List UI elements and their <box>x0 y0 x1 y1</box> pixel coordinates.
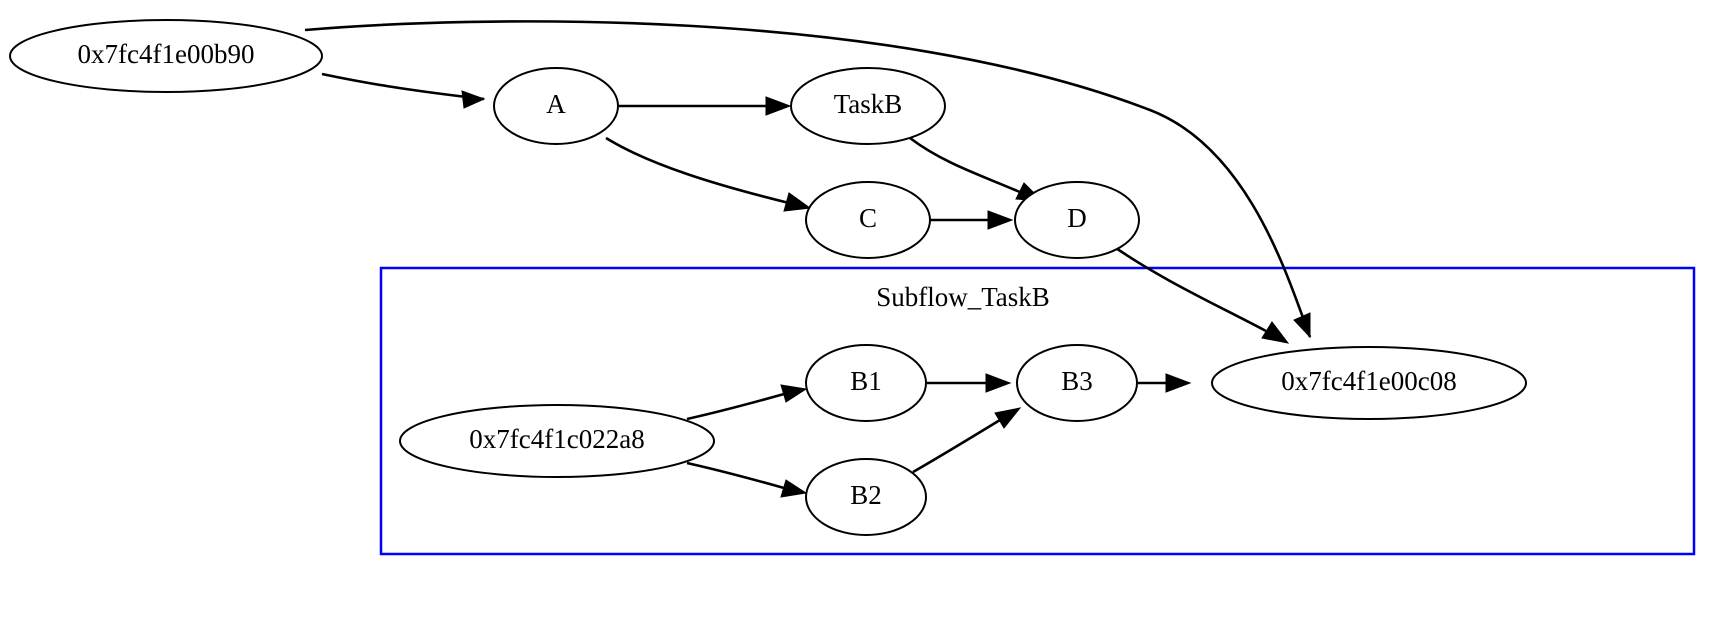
arrowhead-icon <box>461 90 486 109</box>
edge-e_c_d <box>930 210 1014 230</box>
edge-layer <box>304 20 1312 498</box>
node-n_sub_start[interactable]: 0x7fc4f1c022a8 <box>399 404 715 478</box>
edge-e_a_c <box>605 136 812 212</box>
edge-line <box>912 418 1001 474</box>
edge-e_start_a <box>321 72 486 109</box>
edge-e_substart_b1 <box>686 384 808 421</box>
arrowhead-icon <box>765 96 792 116</box>
edge-line <box>686 392 785 421</box>
cluster-layer: Subflow_TaskB <box>379 266 1696 556</box>
node-n_a[interactable]: A <box>493 67 619 145</box>
cluster-border <box>379 266 1696 556</box>
cluster-label: Subflow_TaskB <box>876 282 1050 312</box>
edge-line <box>304 20 1312 338</box>
edge-e_taskb_d <box>909 136 1044 202</box>
node-n_end[interactable]: 0x7fc4f1e00c08 <box>1211 346 1527 420</box>
arrowhead-icon <box>1261 321 1290 344</box>
cluster-cluster_subflow_taskb: Subflow_TaskB <box>379 266 1696 556</box>
edge-e_substart_b2 <box>686 461 808 498</box>
edge-line <box>605 136 790 205</box>
node-n_b3[interactable]: B3 <box>1016 344 1138 422</box>
arrowhead-icon <box>1293 312 1311 339</box>
node-n_start[interactable]: 0x7fc4f1e00b90 <box>9 19 323 93</box>
node-ellipse[interactable] <box>1016 344 1138 422</box>
node-ellipse[interactable] <box>9 19 323 93</box>
node-ellipse[interactable] <box>805 458 927 536</box>
edge-line <box>909 136 1023 195</box>
node-n_c[interactable]: C <box>805 181 931 259</box>
arrowhead-icon <box>985 373 1012 393</box>
edge-e_b2_b3 <box>912 407 1022 474</box>
node-ellipse[interactable] <box>399 404 715 478</box>
node-ellipse[interactable] <box>805 181 931 259</box>
node-ellipse[interactable] <box>790 67 946 145</box>
node-n_b2[interactable]: B2 <box>805 458 927 536</box>
node-ellipse[interactable] <box>1211 346 1527 420</box>
arrowhead-icon <box>1165 373 1192 393</box>
edge-e_b1_b3 <box>927 373 1012 393</box>
edge-e_start_end <box>304 20 1312 339</box>
arrowhead-icon <box>987 210 1014 230</box>
node-n_taskb[interactable]: TaskB <box>790 67 946 145</box>
edge-e_d_end <box>1112 244 1290 344</box>
node-ellipse[interactable] <box>805 344 927 422</box>
node-ellipse[interactable] <box>493 67 619 145</box>
edge-line <box>686 461 785 490</box>
arrowhead-icon <box>994 407 1022 429</box>
edge-e_a_taskb <box>618 96 792 116</box>
node-n_b1[interactable]: B1 <box>805 344 927 422</box>
edge-e_b3_end <box>1138 373 1192 393</box>
arrowhead-icon <box>780 384 808 403</box>
node-n_d[interactable]: D <box>1014 181 1140 259</box>
edge-line <box>1112 244 1267 333</box>
arrowhead-icon <box>783 192 812 212</box>
edge-line <box>321 72 485 101</box>
arrowhead-icon <box>780 479 808 498</box>
node-ellipse[interactable] <box>1014 181 1140 259</box>
